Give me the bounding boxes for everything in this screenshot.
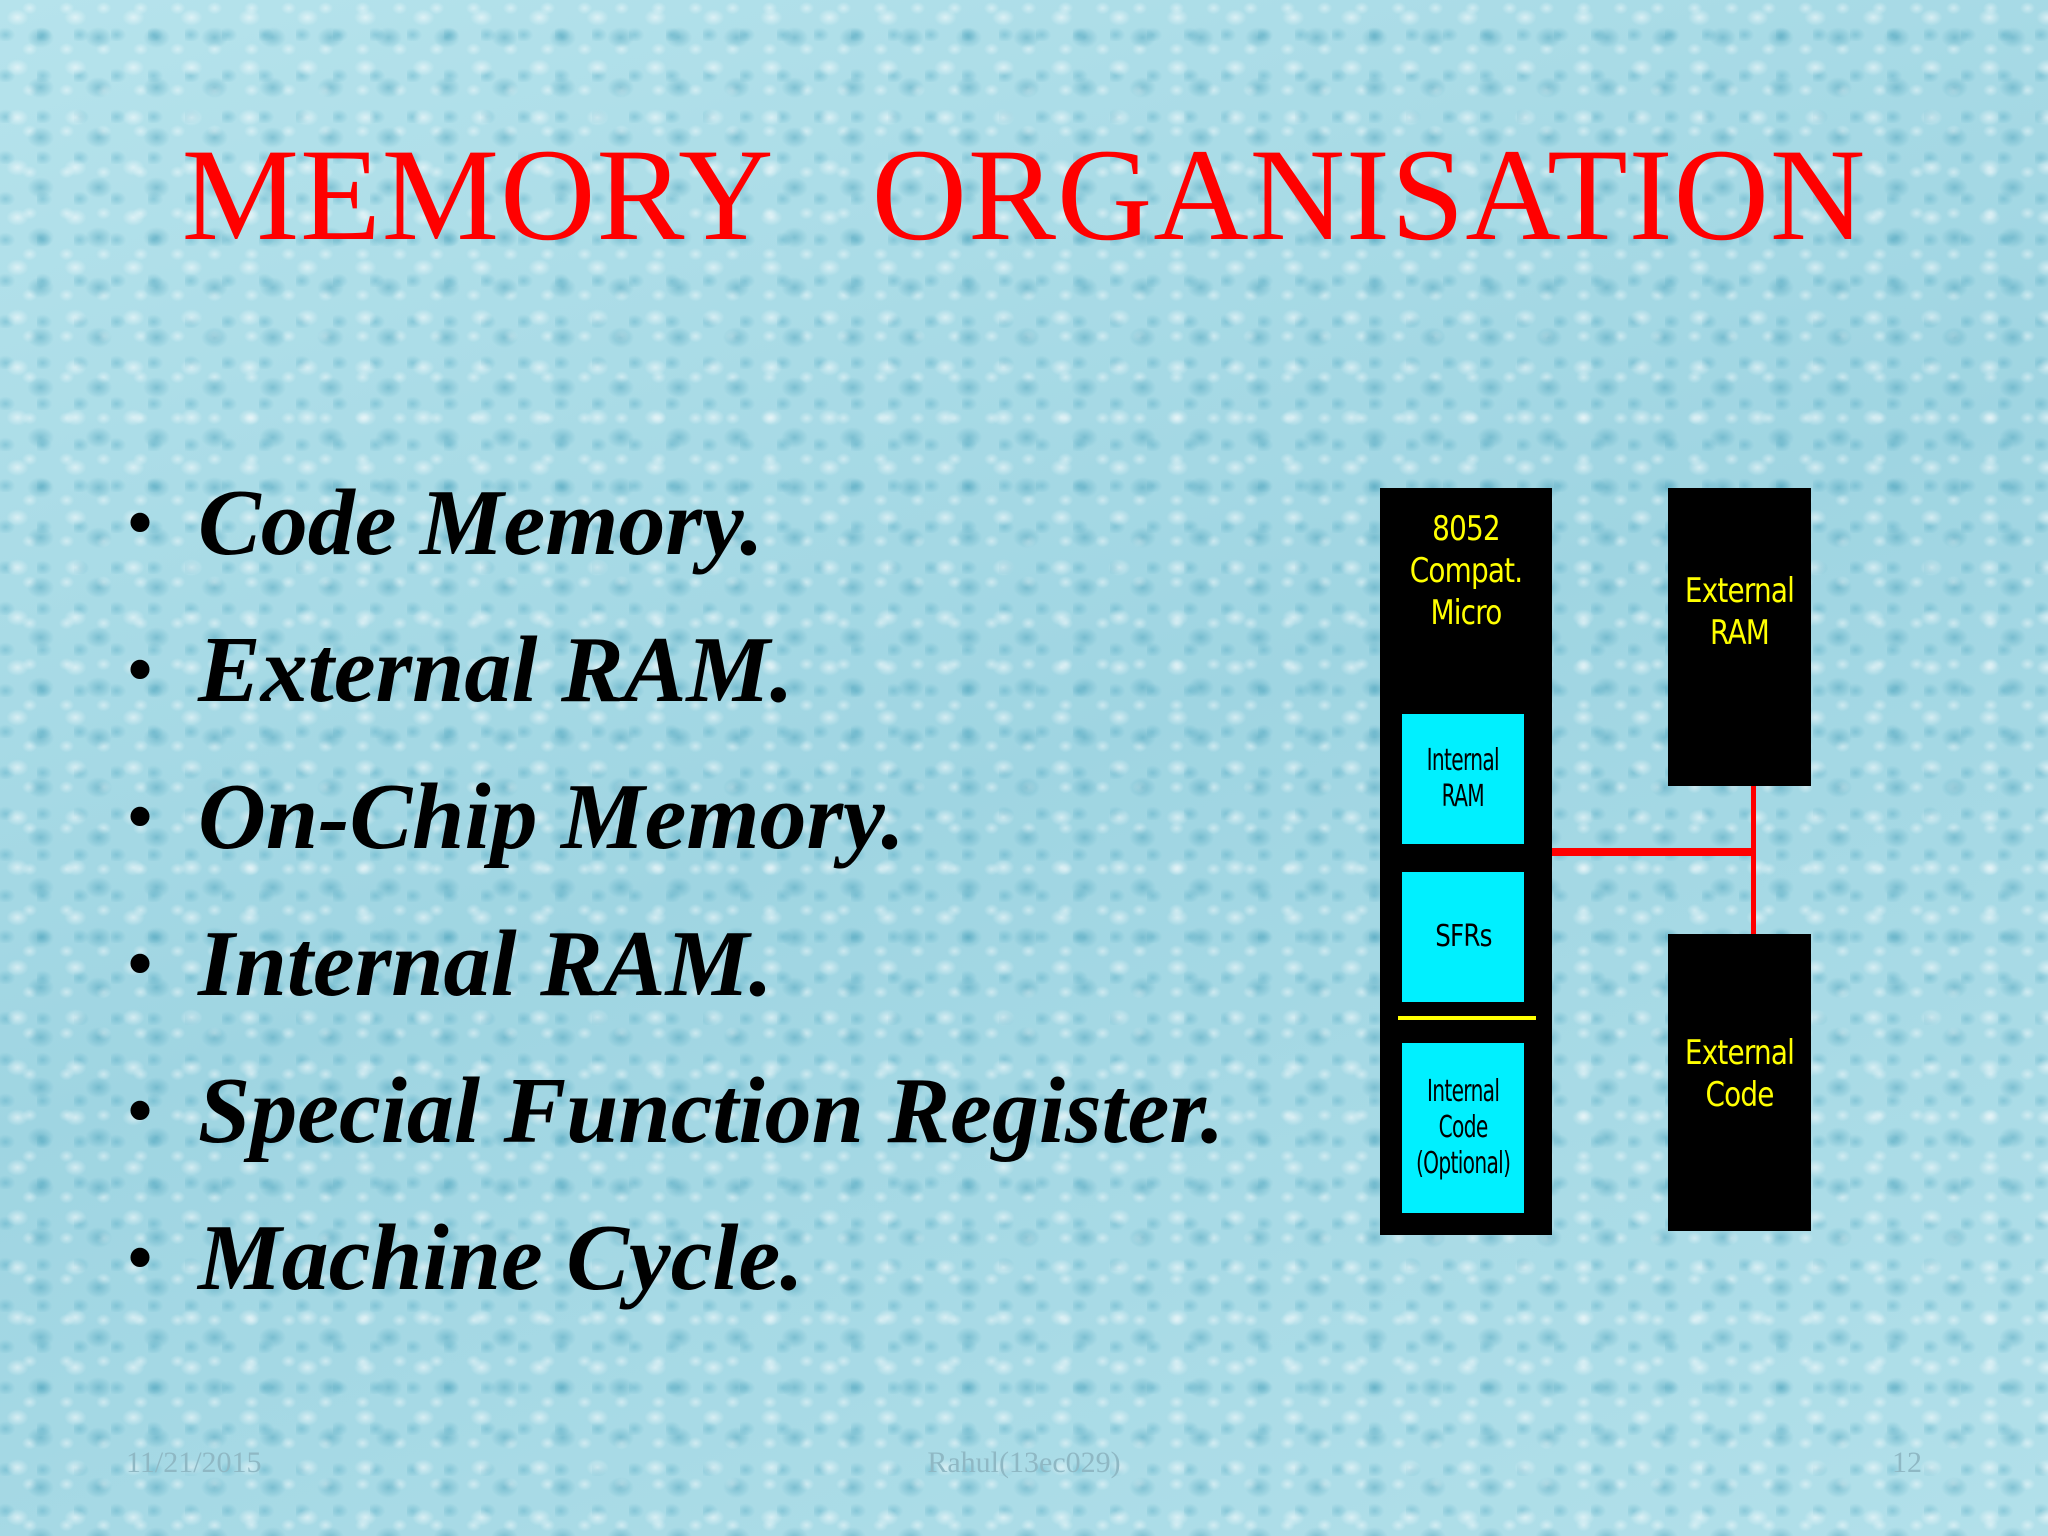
bullet-icon: • [126,773,155,861]
bullet-item: • Internal RAM. [126,909,1224,1056]
external-ram-line: External [1684,571,1795,611]
bullet-icon: • [126,626,155,714]
internal-ram-line: RAM [1441,779,1485,814]
sfrs-label: SFRs [1434,919,1492,954]
internal-code-line: Internal [1426,1074,1500,1109]
external-code-line: External [1684,1033,1795,1073]
micro-label-line: Compat. [1409,551,1523,591]
bullet-text: On-Chip Memory. [198,765,905,869]
bullet-text: Special Function Register. [198,1059,1225,1163]
bus-vertical [1751,786,1756,934]
internal-ram-cell: Internal RAM [1402,714,1524,844]
bullet-icon: • [126,1067,155,1155]
micro-label-line: Micro [1430,593,1503,633]
internal-code-line: Code [1438,1110,1489,1145]
footer-author: Rahul(13ec029) [927,1446,1121,1479]
memory-diagram: 8052 Compat. Micro Internal RAM SFRs Int… [1380,488,1820,1238]
bullet-list: • Code Memory. • External RAM. • On-Chip Me… [126,468,1224,1350]
footer-page-number: 12 [1892,1446,1922,1479]
micro-block: 8052 Compat. Micro Internal RAM SFRs Int… [1380,488,1552,1235]
micro-label-line: 8052 [1432,509,1500,549]
external-ram-line: RAM [1710,613,1770,653]
external-ram-label: External RAM [1681,570,1798,654]
internal-code-cell: Internal Code (Optional) [1402,1043,1524,1213]
bullet-item: • On-Chip Memory. [126,762,1224,909]
bullet-text: External RAM. [198,618,794,722]
external-code-line: Code [1705,1075,1774,1115]
bullet-item: • Machine Cycle. [126,1203,1224,1350]
bullet-item: • External RAM. [126,615,1224,762]
external-code-label: External Code [1681,1032,1798,1116]
micro-label: 8052 Compat. Micro [1395,508,1536,634]
external-code-block: External Code [1668,934,1811,1231]
bullet-icon: • [126,479,155,567]
divider-line [1398,1016,1536,1020]
bus-horizontal [1552,848,1755,856]
slide-title: MEMORY ORGANISATION [181,121,1867,268]
bullet-text: Internal RAM. [198,912,773,1016]
internal-ram-line: Internal [1426,743,1500,778]
bullet-icon: • [126,1214,155,1302]
bullet-text: Code Memory. [198,471,764,575]
footer-date: 11/21/2015 [126,1446,262,1479]
bullet-item: • Special Function Register. [126,1056,1224,1203]
bullet-icon: • [126,920,155,1008]
internal-code-line: (Optional) [1415,1146,1511,1181]
sfrs-cell: SFRs [1402,872,1524,1002]
external-ram-block: External RAM [1668,488,1811,786]
bullet-item: • Code Memory. [126,468,1224,615]
bullet-text: Machine Cycle. [198,1206,804,1310]
